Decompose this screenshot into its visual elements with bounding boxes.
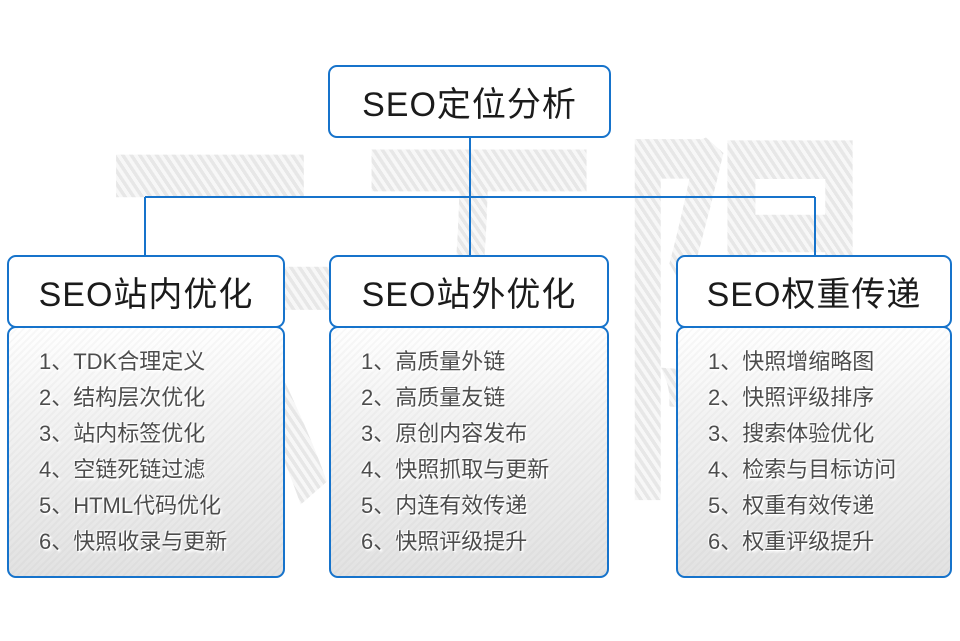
column-offsite-header-label: SEO站外优化 [361, 276, 577, 314]
list-item: 2、快照评级排序 [708, 385, 875, 410]
list-item: 3、搜索体验优化 [708, 421, 875, 446]
column-onsite-header: SEO站内优化 [7, 255, 285, 328]
root-node-seo-analysis: SEO定位分析 [328, 65, 611, 138]
list-item: 1、高质量外链 [361, 349, 506, 374]
list-item: 3、原创内容发布 [361, 421, 528, 446]
column-weight-list: 1、快照增缩略图 2、快照评级排序 3、搜索体验优化 4、检索与目标访问 5、权… [676, 326, 952, 578]
list-item: 1、快照增缩略图 [708, 349, 875, 374]
column-weight-header-label: SEO权重传递 [706, 276, 922, 314]
list-item: 4、快照抓取与更新 [361, 457, 550, 482]
root-node-label: SEO定位分析 [362, 86, 577, 124]
list-item: 3、站内标签优化 [39, 421, 206, 446]
list-item: 2、高质量友链 [361, 385, 506, 410]
list-item: 6、快照收录与更新 [39, 529, 228, 554]
list-item: 6、快照评级提升 [361, 529, 528, 554]
column-onsite-list: 1、TDK合理定义 2、结构层次优化 3、站内标签优化 4、空链死链过滤 5、H… [7, 326, 285, 578]
list-item: 5、权重有效传递 [708, 493, 875, 518]
list-item: 4、检索与目标访问 [708, 457, 897, 482]
list-item: 5、HTML代码优化 [39, 493, 222, 518]
column-weight-header: SEO权重传递 [676, 255, 952, 328]
list-item: 1、TDK合理定义 [39, 349, 206, 374]
list-item: 6、权重评级提升 [708, 529, 875, 554]
column-offsite-header: SEO站外优化 [329, 255, 609, 328]
list-item: 5、内连有效传递 [361, 493, 528, 518]
column-onsite-header-label: SEO站内优化 [38, 276, 254, 314]
list-item: 4、空链死链过滤 [39, 457, 206, 482]
connector-path [144, 138, 816, 255]
column-offsite-list: 1、高质量外链 2、高质量友链 3、原创内容发布 4、快照抓取与更新 5、内连有… [329, 326, 609, 578]
list-item: 2、结构层次优化 [39, 385, 206, 410]
